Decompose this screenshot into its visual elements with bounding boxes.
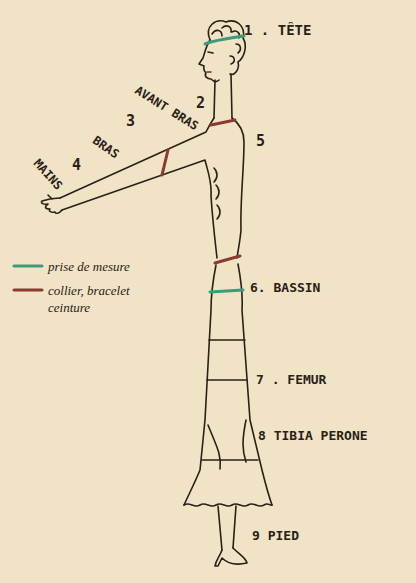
legend-text: prise de mesure	[48, 258, 130, 275]
part-name: 1 . TÊTE	[244, 22, 311, 38]
part-name: MAINS	[31, 156, 66, 192]
part-name: 6. BASSIN	[250, 280, 320, 295]
callout-number: 4	[72, 156, 81, 174]
callout-number: 2	[196, 94, 205, 112]
part-name: 8 TIBIA PERONE	[258, 428, 368, 443]
legend-line	[14, 289, 42, 292]
part-name: BRAS	[90, 133, 122, 161]
part-name: AVANT BRAS	[132, 83, 201, 133]
callout-number: 3	[126, 112, 135, 130]
callout-number: 5	[256, 132, 265, 150]
legend-line	[14, 265, 42, 268]
part-name: 7 . FEMUR	[256, 372, 326, 387]
part-name: 9 PIED	[252, 528, 299, 543]
legend-text: collier, bracelet ceinture	[48, 282, 158, 316]
